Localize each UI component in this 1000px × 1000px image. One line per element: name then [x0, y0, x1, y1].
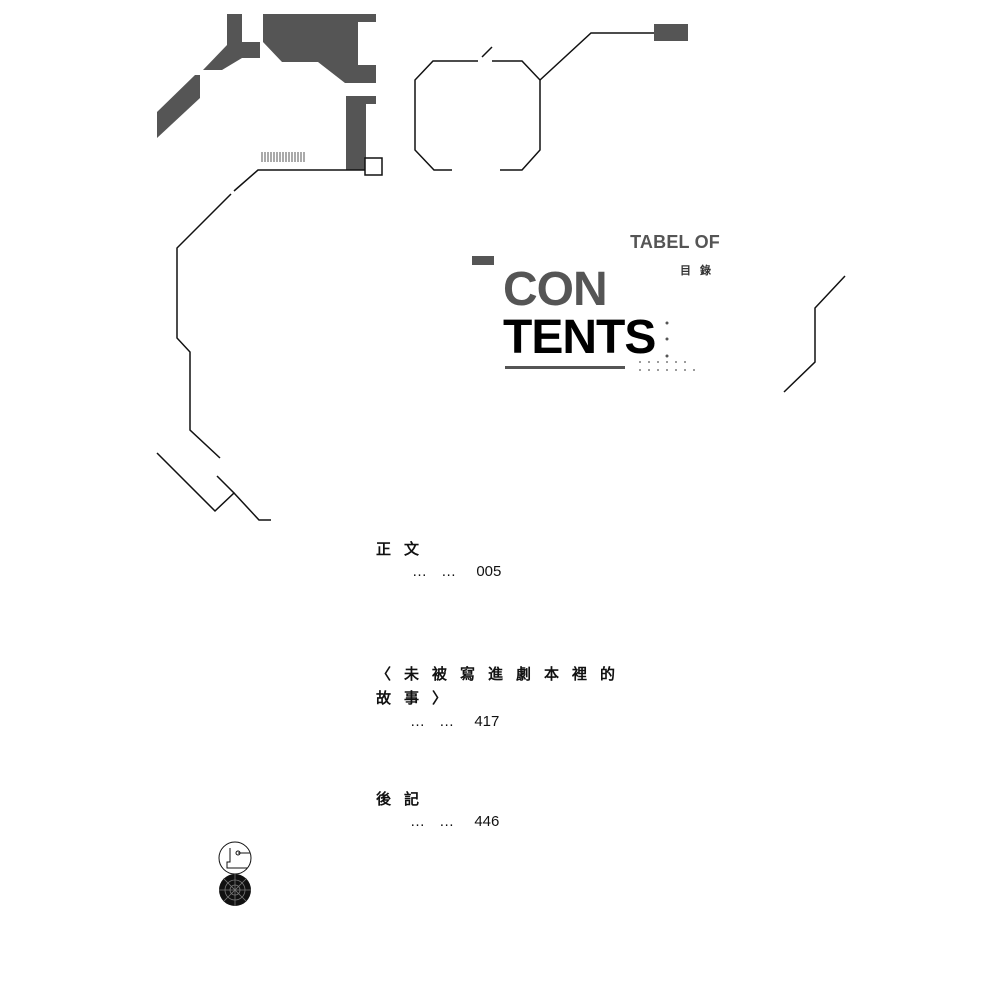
toc-leader: … …: [410, 813, 455, 830]
title-big-line1: CON: [503, 263, 608, 316]
title-underline: [505, 366, 625, 369]
title-cjk: 目錄: [680, 264, 720, 277]
connector-square: [364, 157, 383, 176]
octagon-frame: [414, 32, 654, 171]
dot-grid: [639, 321, 695, 371]
title-big-line2: TENTS: [503, 311, 656, 364]
barcode-stripes: [261, 152, 305, 162]
left-circuit-line: [156, 169, 365, 521]
toc-leader: … …: [412, 563, 457, 580]
toc-entry-pageline: … … 005: [412, 563, 501, 580]
title-line1: TABEL OF: [630, 232, 720, 252]
toc-entry-title: 〈未被寫進劇本裡的: [376, 665, 629, 683]
title-dash: [472, 256, 494, 265]
toc-page-number: 446: [474, 813, 500, 830]
toc-page-number: 005: [476, 563, 502, 580]
toc-entry-pageline: … … 417: [410, 713, 499, 730]
outline-circle-icon: [218, 841, 252, 875]
toc-entry-title-cont: 故事〉: [376, 689, 461, 707]
toc-entry-title: 正文: [376, 540, 433, 558]
toc-page-number: 417: [474, 713, 500, 730]
radar-circle-icon: [219, 874, 251, 906]
top-right-block: [654, 24, 688, 41]
toc-leader: … …: [410, 713, 455, 730]
right-circuit-line: [783, 275, 846, 393]
toc-entry-title: 後記: [376, 790, 433, 808]
toc-entry-pageline: … … 446: [410, 813, 499, 830]
top-left-blocks: [157, 14, 376, 170]
